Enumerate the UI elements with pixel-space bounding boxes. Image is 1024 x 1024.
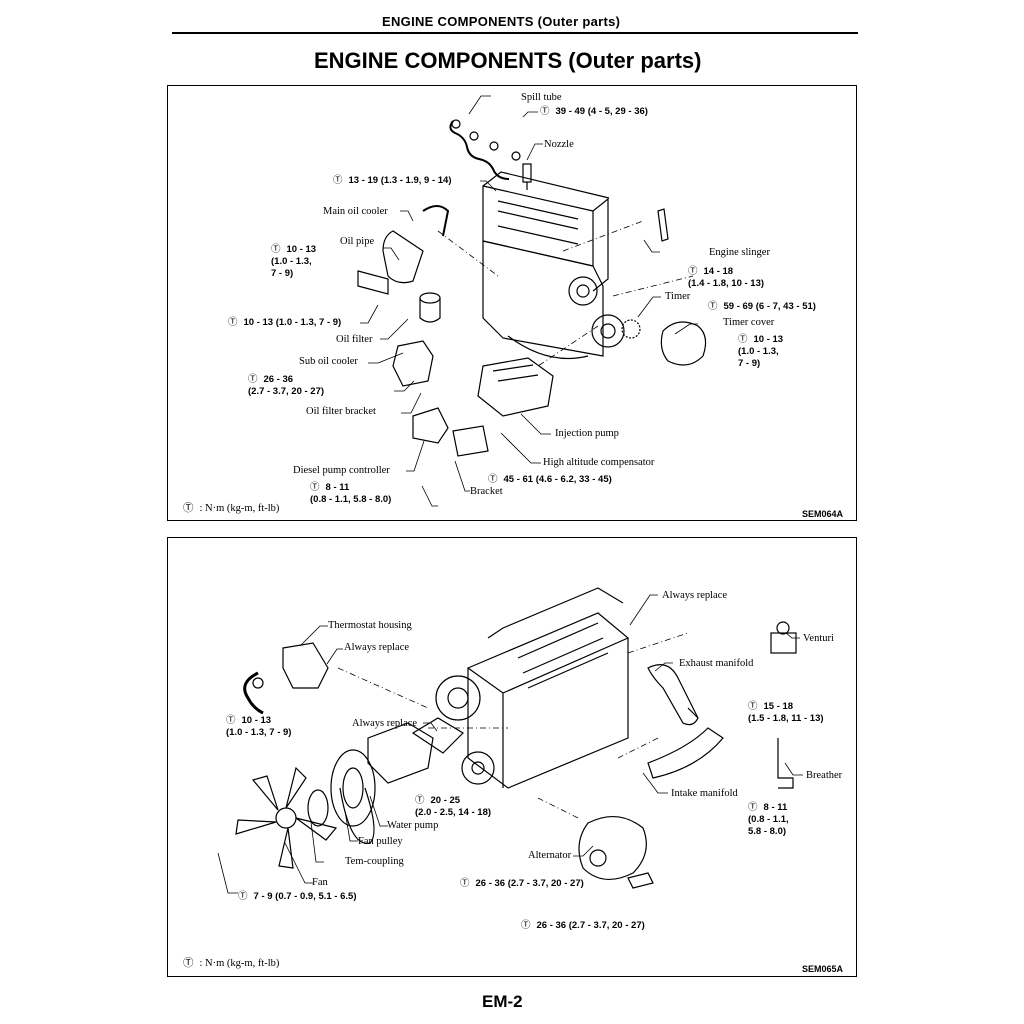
torque-icon: Ⓣ: [183, 502, 194, 514]
label-alternator: Alternator: [528, 850, 572, 861]
torque-icon: Ⓣ: [415, 795, 425, 806]
label-fan: Fan: [312, 877, 328, 888]
torque-legend: Ⓣ: N·m (kg-m, ft-lb): [183, 957, 280, 969]
torque-icon: Ⓣ: [738, 334, 748, 345]
label-sub-oil-cooler: Sub oil cooler: [299, 356, 358, 367]
label-oil-pipe: Oil pipe: [340, 236, 375, 247]
label-fan-pulley: Fan pulley: [358, 836, 403, 847]
label-timer: Timer: [665, 291, 691, 302]
torque-icon: Ⓣ: [460, 878, 470, 889]
label-thermostat-housing: Thermostat housing: [328, 620, 412, 631]
label-oil-filter-bracket: Oil filter bracket: [306, 406, 376, 417]
label-exhaust-manifold: Exhaust manifold: [679, 658, 754, 669]
label-always-replace-exhaust: Always replace: [662, 590, 728, 601]
torque-icon: Ⓣ: [310, 482, 320, 493]
label-spill-tube: Spill tube: [521, 92, 562, 103]
label-bracket: Bracket: [470, 486, 503, 497]
figure-code: SEM064A: [802, 509, 844, 519]
torque-icon: Ⓣ: [226, 715, 236, 726]
torque-icon: Ⓣ: [333, 175, 343, 186]
label-main-oil-cooler: Main oil cooler: [323, 206, 388, 217]
torque-icon: Ⓣ: [238, 891, 248, 902]
torque-icon: Ⓣ: [228, 317, 238, 328]
torque-icon: Ⓣ: [708, 301, 718, 312]
label-oil-filter: Oil filter: [336, 334, 373, 345]
label-timer-cover: Timer cover: [723, 317, 775, 328]
label-tem-coupling: Tem-coupling: [345, 856, 404, 867]
torque-legend: Ⓣ: N·m (kg-m, ft-lb): [183, 502, 280, 514]
label-engine-slinger: Engine slinger: [709, 247, 770, 258]
label-always-replace-water-pump: Always replace: [352, 718, 418, 729]
torque-icon: Ⓣ: [688, 266, 698, 277]
label-injection-pump: Injection pump: [555, 428, 619, 439]
label-high-altitude-compensator: High altitude compensator: [543, 457, 655, 468]
header-rule: [172, 32, 858, 34]
torque-icon: Ⓣ: [540, 106, 550, 117]
label-water-pump: Water pump: [387, 820, 439, 831]
torque-icon: Ⓣ: [488, 474, 498, 485]
engine-illustration-2: [217, 587, 803, 894]
label-venturi: Venturi: [803, 633, 834, 644]
torque-icon: Ⓣ: [521, 920, 531, 931]
label-intake-manifold: Intake manifold: [671, 788, 738, 799]
running-header-title: ENGINE COMPONENTS (Outer parts): [382, 14, 621, 29]
torque-icon: Ⓣ: [748, 701, 758, 712]
torque-icon: Ⓣ: [248, 374, 258, 385]
torque-icon: Ⓣ: [748, 802, 758, 813]
label-breather: Breather: [806, 770, 843, 781]
page-title: ENGINE COMPONENTS (Outer parts): [314, 48, 702, 73]
torque-icon: Ⓣ: [271, 244, 281, 255]
figure-code: SEM065A: [802, 964, 844, 974]
label-nozzle: Nozzle: [544, 139, 574, 150]
page-number: EM-2: [482, 992, 523, 1011]
engine-illustration-1: [357, 95, 707, 507]
label-diesel-pump-controller: Diesel pump controller: [293, 465, 390, 476]
torque-icon: Ⓣ: [183, 957, 194, 969]
label-always-replace-thermostat: Always replace: [344, 642, 410, 653]
